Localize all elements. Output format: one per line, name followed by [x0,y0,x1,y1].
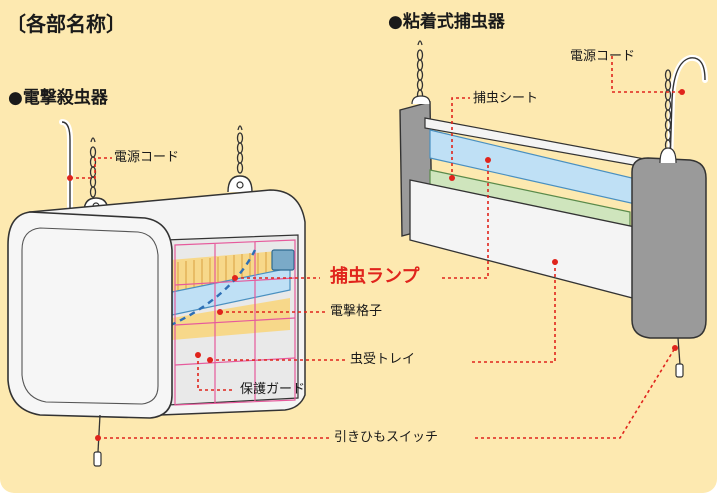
label-insect-tray: 虫受トレイ [350,352,416,367]
label-pull-switch: 引きひもスイッチ [334,430,439,445]
hanging-chain-left [89,137,97,198]
leader-lines [70,56,682,439]
label-shock-grid: 電撃格子 [330,304,383,319]
label-guard: 保護ガード [240,382,306,397]
hanging-chain-right [236,125,244,174]
label-trap-sheet: 捕虫シート [473,91,539,106]
leader-dots [67,89,685,441]
label-power-cord-left: 電源コード [114,150,180,165]
page-title: 〔各部名称〕 [6,12,126,36]
label-power-cord-right: 電源コード [570,49,636,64]
electric-insect-killer [7,119,306,467]
section-title-sticky: ●粘着式捕虫器 [388,12,505,32]
label-trap-lamp: 捕虫ランプ [330,266,420,287]
sticky-insect-trap [399,40,708,378]
section-title-electric: ●電撃殺虫器 [8,88,108,108]
